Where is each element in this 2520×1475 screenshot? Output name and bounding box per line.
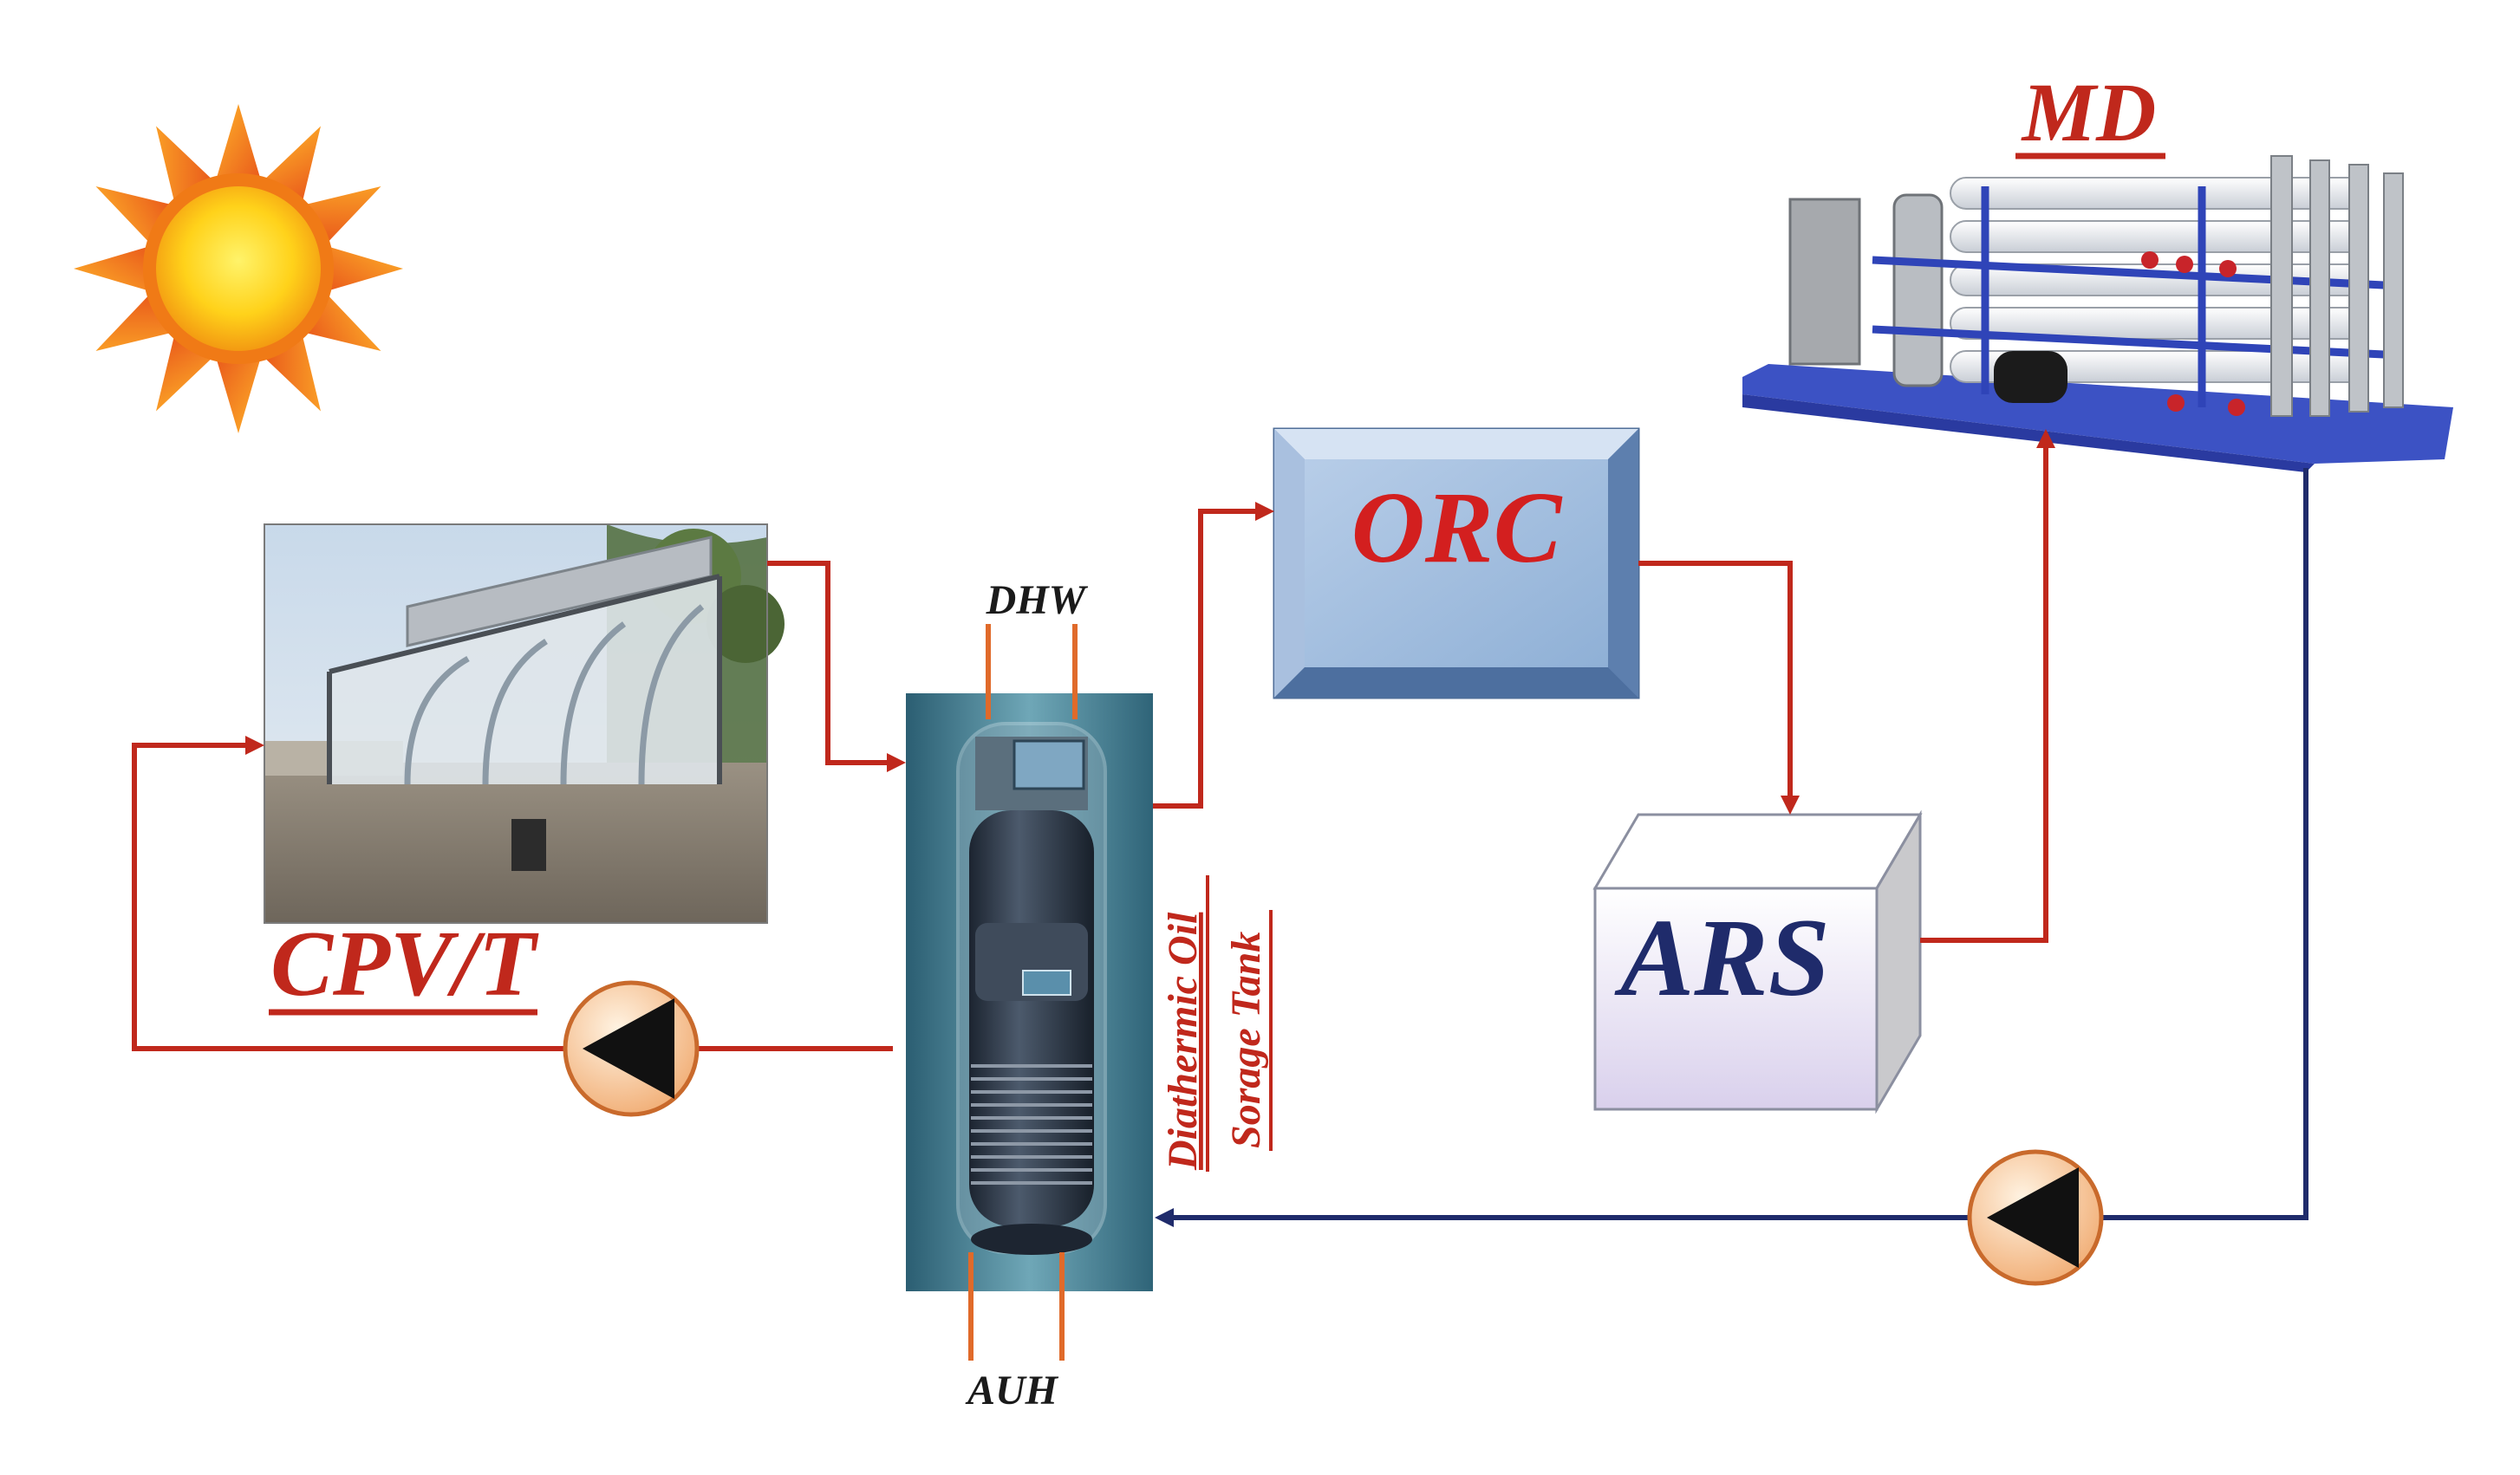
hot-loop-pipes [132, 442, 2048, 1051]
md-unit-image [1742, 155, 2453, 472]
sun-icon [74, 104, 403, 433]
dhw-label: DHW [986, 577, 1089, 623]
ars-label: ARS [1614, 896, 1830, 1019]
hot-loop-arrowheads [245, 429, 2055, 815]
cold-loop-pipes [1170, 468, 2308, 1220]
cpvt-label: CPV/T [270, 913, 539, 1016]
storage-tank-image [906, 693, 1153, 1291]
pump-icon-hot-loop [563, 980, 700, 1117]
orc-unit [1273, 427, 1640, 699]
orc-label: ORC [1351, 471, 1563, 584]
md-label: MD [2021, 66, 2157, 159]
dhw-pipes [986, 624, 1078, 719]
tank-label-line2: Sorage Tank [1223, 932, 1269, 1148]
cold-loop-arrowhead [1155, 1208, 1174, 1227]
cpvt-collector-image [264, 523, 785, 924]
tank-label-line1: Diathermic Oil [1160, 912, 1206, 1171]
auh-pipes [968, 1252, 1065, 1361]
pump-icon-cold-loop [1967, 1149, 2104, 1286]
ars-unit [1592, 809, 1923, 1114]
auh-label: AUH [965, 1368, 1059, 1413]
